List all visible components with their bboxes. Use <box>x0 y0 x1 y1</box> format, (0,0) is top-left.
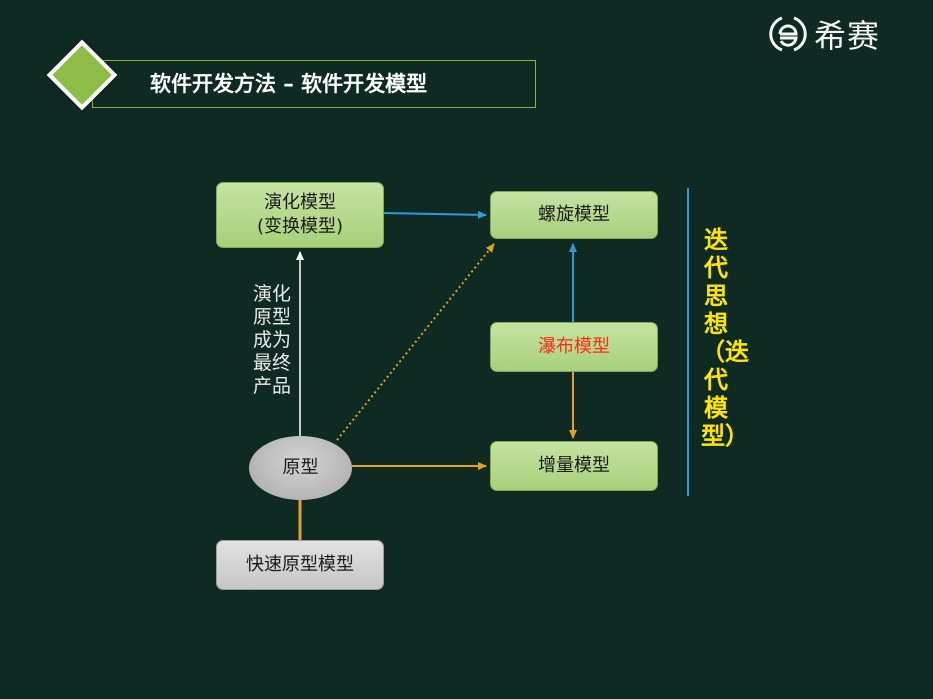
page-title: 软件开发方法 – 软件开发模型 <box>150 72 428 96</box>
arrow-evolution-to-spiral <box>383 210 487 219</box>
node-spiral-model: 螺旋模型 <box>490 191 658 239</box>
circle-e-logo-icon <box>769 16 807 52</box>
brand-name: 希赛 <box>814 17 881 55</box>
brand-logo: 希赛 <box>768 12 880 56</box>
node-rapid-prototype-model: 快速原型模型 <box>216 540 384 590</box>
iteration-title: 迭代思想（迭代模型） <box>701 226 749 450</box>
node-incremental-model: 增量模型 <box>490 441 658 491</box>
node-waterfall-model: 瀑布模型 <box>490 322 658 372</box>
node-prototype: 原型 <box>249 436 352 500</box>
node-evolution-model: 演化模型 (变换模型) <box>216 182 384 248</box>
node-waterfall-label: 瀑布模型 <box>538 336 610 357</box>
arrow-prototype-to-spiral <box>336 243 495 441</box>
arrow-label-evolution: 演化原型成为最终产品 <box>252 283 291 397</box>
